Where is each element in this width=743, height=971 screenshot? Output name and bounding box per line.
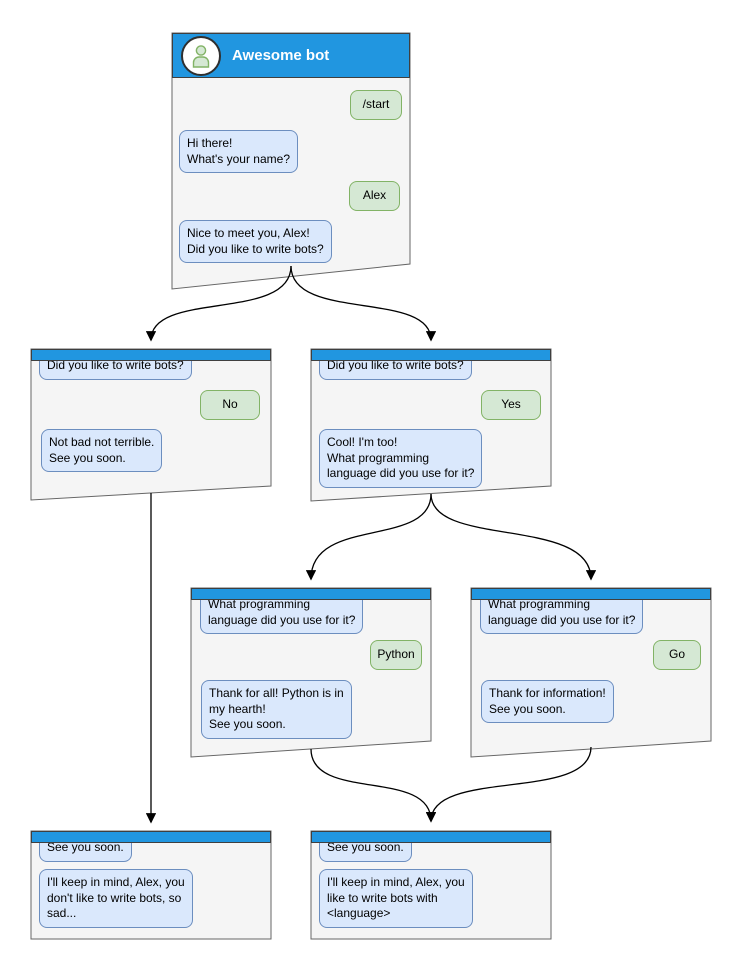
connector-arrow-main-to-no bbox=[145, 265, 292, 342]
bot-message-bubble: Not bad not terrible. See you soon. bbox=[41, 429, 163, 472]
bot-message-bubble: Thank for information! See you soon. bbox=[481, 680, 614, 723]
user-reply-bubble[interactable]: Yes bbox=[481, 390, 541, 420]
bot-message-bubble: Thank for all! Python is in my hearth! S… bbox=[201, 680, 352, 739]
bot-message-bubble: I'll keep in mind, Alex, you don't like … bbox=[39, 869, 193, 928]
person-icon bbox=[192, 44, 210, 68]
window-header bbox=[471, 588, 711, 600]
connector-arrow-main-to-yes bbox=[290, 265, 437, 342]
user-reply-bubble[interactable]: Alex bbox=[349, 181, 400, 211]
bot-message-bubble: Hi there! What's your name? bbox=[179, 130, 299, 173]
bot-message-bubble: I'll keep in mind, Alex, you like to wri… bbox=[319, 869, 473, 928]
user-reply-bubble[interactable]: No bbox=[200, 390, 260, 420]
bot-message-bubble: Cool! I'm too! What programming language… bbox=[319, 429, 483, 488]
bot-avatar bbox=[181, 35, 221, 76]
window-header bbox=[191, 588, 431, 600]
connector-arrow-python-to-end bbox=[310, 748, 437, 823]
connector-arrow-yes-to-python bbox=[305, 493, 432, 581]
window-header bbox=[311, 831, 551, 843]
bot-message-bubble: Nice to meet you, Alex! Did you like to … bbox=[179, 220, 332, 263]
window-header bbox=[311, 349, 551, 361]
user-reply-bubble[interactable]: /start bbox=[350, 90, 402, 120]
connector-arrow-go-to-end bbox=[425, 746, 592, 823]
window-header bbox=[31, 831, 271, 843]
user-reply-bubble[interactable]: Go bbox=[653, 640, 701, 670]
window-title: Awesome bot bbox=[232, 47, 330, 64]
user-reply-bubble[interactable]: Python bbox=[370, 640, 422, 670]
connectors bbox=[145, 265, 597, 824]
window-header bbox=[31, 349, 271, 361]
main-window-header: Awesome bot bbox=[172, 33, 410, 78]
connector-arrow-yes-to-go bbox=[430, 493, 597, 581]
